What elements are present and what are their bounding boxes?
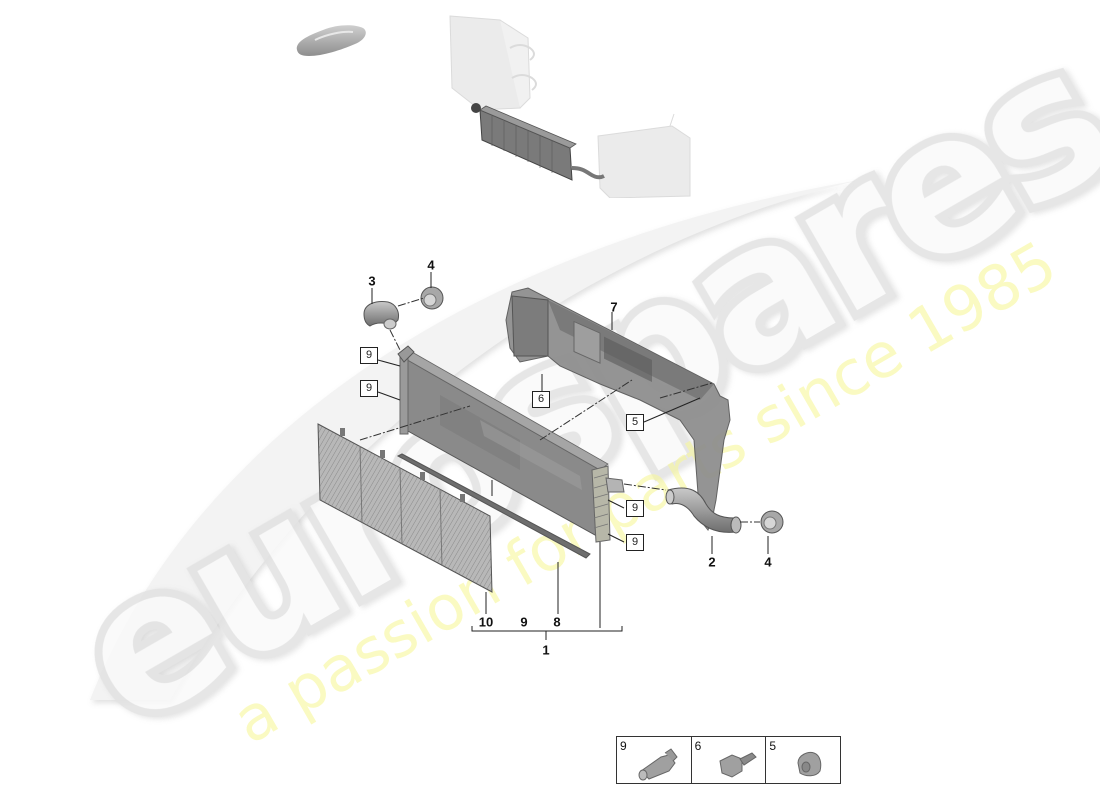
part-10-grille <box>317 423 493 593</box>
legend-number: 6 <box>694 739 702 753</box>
part-4-connector-top <box>420 286 444 310</box>
grommet-icon <box>797 752 822 777</box>
callout-2[interactable]: 2 <box>708 554 716 570</box>
callout-4[interactable]: 4 <box>427 257 435 273</box>
boxed-callout-6[interactable]: 6 <box>532 391 550 408</box>
legend-cell-9[interactable]: 9 <box>617 737 692 783</box>
boxed-callout-9[interactable]: 9 <box>626 534 644 551</box>
boxed-callout-5[interactable]: 5 <box>626 414 644 431</box>
boxed-callout-9[interactable]: 9 <box>360 347 378 364</box>
legend-number: 5 <box>769 739 777 753</box>
installation-overview <box>449 15 691 198</box>
radiator-core <box>397 345 625 543</box>
small-parts-legend: 9 6 5 <box>616 736 841 784</box>
callout-9[interactable]: 9 <box>520 614 528 630</box>
part-8-seal-strip <box>396 453 591 559</box>
callout-1[interactable]: 1 <box>542 642 550 658</box>
legend-number: 9 <box>620 739 627 753</box>
part-2-hose <box>665 487 742 534</box>
boxed-callout-9[interactable]: 9 <box>360 380 378 397</box>
part-7-air-duct <box>505 287 731 531</box>
boxed-callout-9[interactable]: 9 <box>626 500 644 517</box>
vehicle-overview-icon <box>296 25 366 56</box>
legend-cell-5[interactable]: 5 <box>766 737 840 783</box>
legend-cell-6[interactable]: 6 <box>692 737 767 783</box>
callout-8[interactable]: 8 <box>553 614 561 630</box>
callout-10[interactable]: 10 <box>478 614 494 630</box>
part-4-connector-right <box>760 510 784 534</box>
bleed-screw-icon <box>719 752 757 778</box>
callout-7[interactable]: 7 <box>610 299 618 315</box>
connector-fitting-icon <box>638 748 678 781</box>
callout-3[interactable]: 3 <box>368 273 376 289</box>
part-3-elbow-hose <box>363 301 399 330</box>
callout-4-right[interactable]: 4 <box>764 554 772 570</box>
